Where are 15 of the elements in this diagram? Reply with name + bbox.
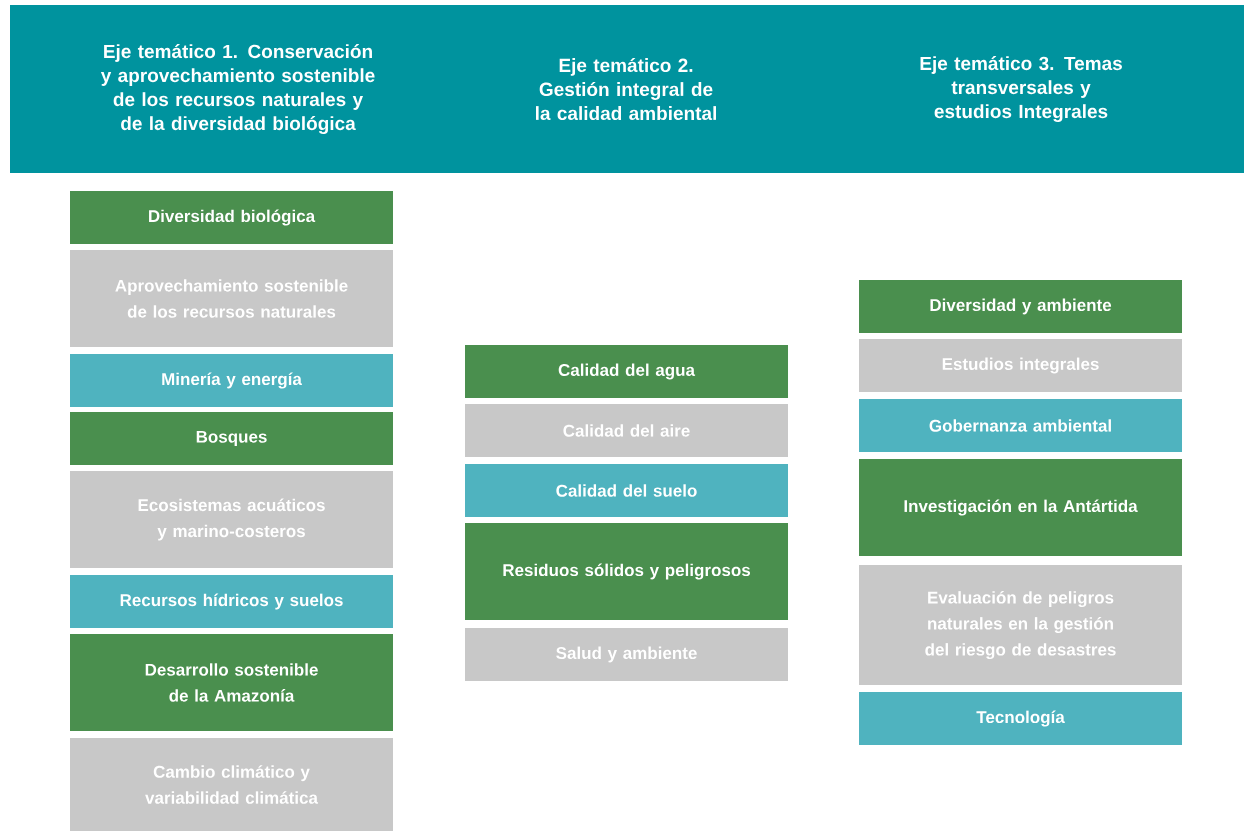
topic-box: Gobernanza ambiental (859, 399, 1182, 452)
topic-box: Recursos hídricos y suelos (70, 575, 393, 628)
topic-box: Calidad del suelo (465, 464, 788, 517)
topic-box: Bosques (70, 412, 393, 465)
topic-box: Residuos sólidos y peligrosos (465, 523, 788, 620)
heading: Eje temático 3. Temas transversales y estudios Integrales (920, 56, 1122, 122)
topic-box: Investigación en la Antártida (859, 459, 1182, 556)
topic-box: Diversidad biológica (70, 191, 393, 244)
heading: Eje temático 1. Conservación y aprovechamiento sostenible de los recursos naturales y de la diversidad biológica (100, 44, 375, 134)
topic-box: Calidad del agua (465, 345, 788, 398)
heading: Eje temático 2. Gestión integral de la calidad ambiental (536, 57, 716, 121)
topic-box: Desarrollo sostenible de la Amazonía (70, 634, 393, 731)
topic-box: Diversidad y ambiente (859, 280, 1182, 333)
topic-box: Tecnología (859, 692, 1182, 745)
topic-box: Minería y energía (70, 354, 393, 407)
